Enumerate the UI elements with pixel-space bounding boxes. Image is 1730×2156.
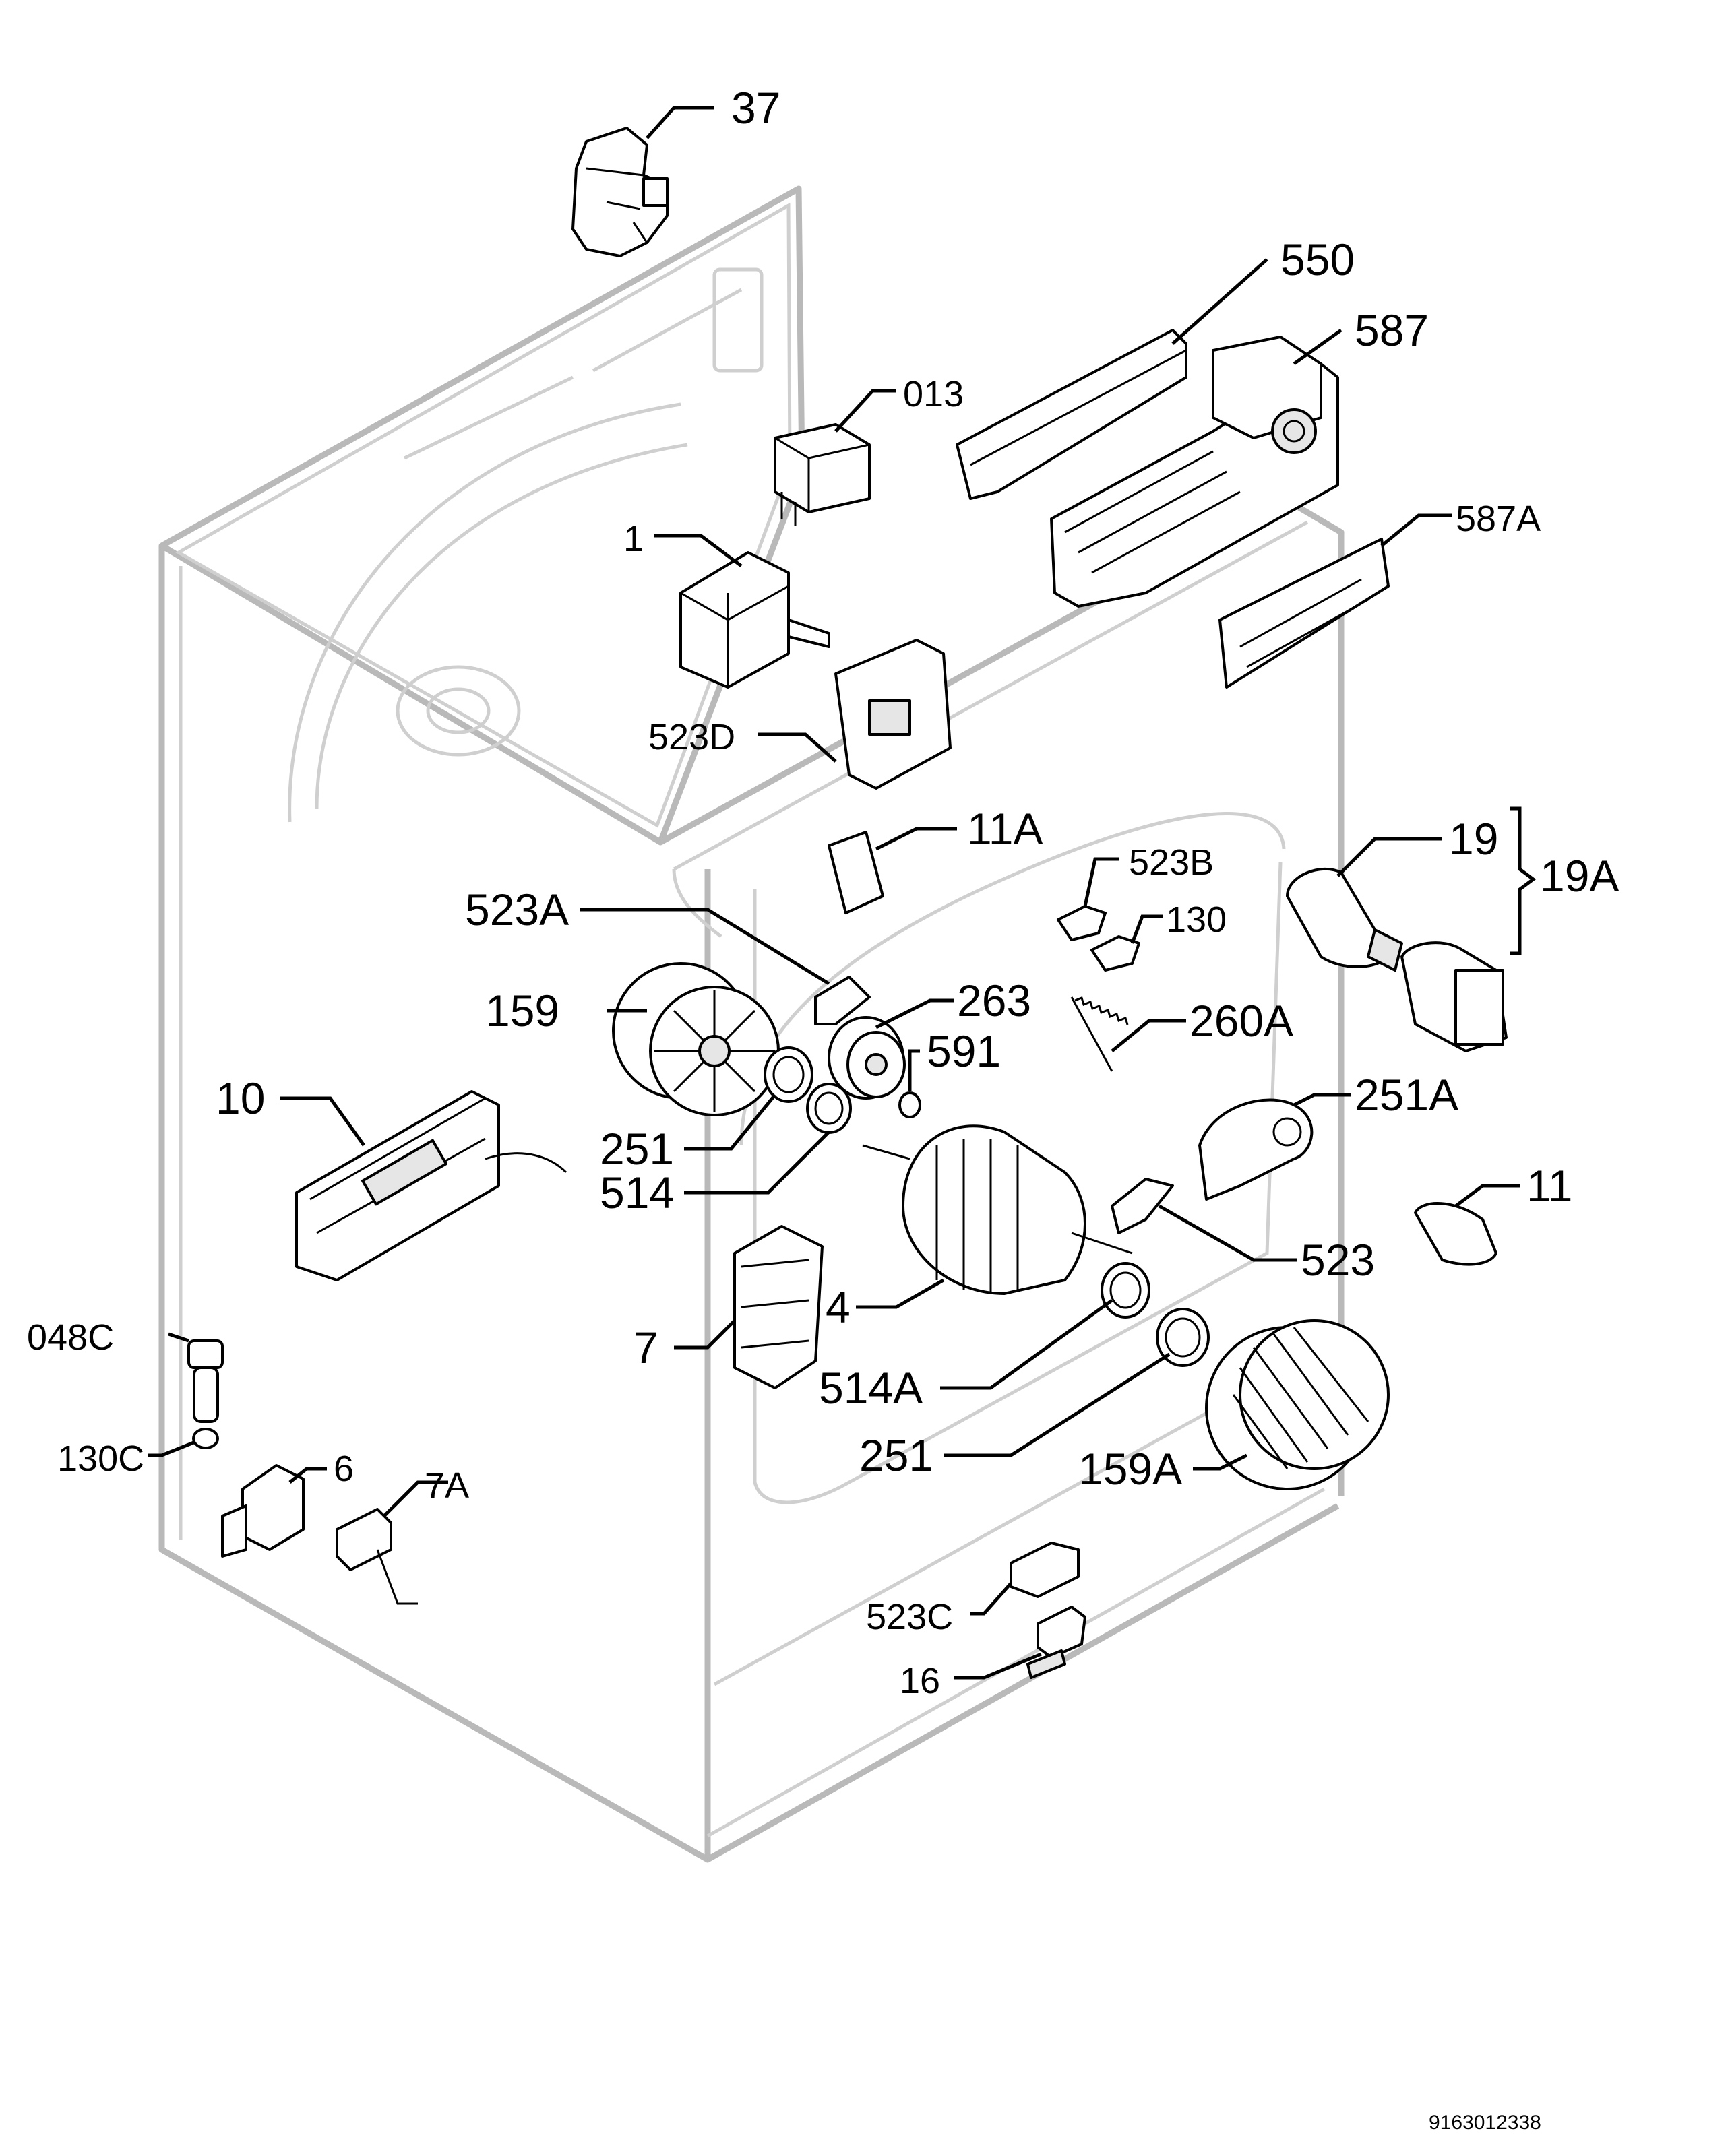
part-514a-ring xyxy=(1101,1262,1150,1319)
label-523: 523 xyxy=(1301,1235,1375,1285)
label-37: 37 xyxy=(731,83,780,133)
label-587a: 587A xyxy=(1456,499,1541,539)
label-013: 013 xyxy=(903,374,964,414)
label-251-bottom: 251 xyxy=(859,1430,933,1480)
part-251-ring-top xyxy=(764,1046,813,1103)
part-260a-spring xyxy=(1070,996,1129,1072)
part-11-capacitor xyxy=(1414,1202,1497,1266)
label-19a-brace xyxy=(1510,806,1537,955)
label-251-top: 251 xyxy=(600,1124,674,1174)
label-251a: 251A xyxy=(1355,1070,1458,1120)
part-7-timer xyxy=(733,1225,824,1389)
label-19: 19 xyxy=(1449,814,1498,864)
part-1-door-switch xyxy=(679,551,830,689)
label-11: 11 xyxy=(1526,1161,1573,1211)
part-159-fan-wheel xyxy=(612,962,780,1116)
label-11a: 11A xyxy=(967,804,1043,854)
part-523a-bracket xyxy=(814,976,871,1025)
part-10-heater xyxy=(295,1090,567,1281)
label-6: 6 xyxy=(334,1449,354,1489)
part-523-bracket xyxy=(1111,1178,1174,1234)
label-16: 16 xyxy=(900,1661,940,1701)
label-10: 10 xyxy=(216,1073,265,1123)
label-19a: 19A xyxy=(1540,851,1619,901)
label-130: 130 xyxy=(1166,899,1227,940)
part-251-ring-bottom xyxy=(1156,1308,1210,1367)
part-130c-ring xyxy=(192,1428,219,1449)
part-013-relay xyxy=(774,423,871,526)
part-523c-bracket xyxy=(1010,1542,1080,1598)
leader-lines xyxy=(148,106,1520,1680)
label-260a: 260A xyxy=(1190,996,1293,1046)
label-523c: 523C xyxy=(866,1597,953,1637)
part-labels: 37 550 587 013 587A 1 523D 11A 19 19A 52… xyxy=(27,83,1619,1701)
part-523b-clip xyxy=(1057,905,1107,941)
part-11a-capacitor xyxy=(828,831,884,914)
part-251a-cover xyxy=(1198,1098,1314,1201)
part-159a-blower-wheel xyxy=(1205,1319,1390,1490)
label-550: 550 xyxy=(1280,234,1355,284)
part-587a-panel xyxy=(1218,538,1390,689)
part-130-clip xyxy=(1090,935,1140,972)
part-523d-cover xyxy=(834,639,952,790)
label-4: 4 xyxy=(826,1282,851,1332)
part-19-thermostat xyxy=(1286,868,1403,972)
part-591-washer xyxy=(898,1091,921,1118)
part-19a-housing xyxy=(1400,941,1508,1052)
label-591: 591 xyxy=(927,1026,1001,1076)
label-514a: 514A xyxy=(819,1363,923,1413)
label-514: 514 xyxy=(600,1168,674,1217)
label-587: 587 xyxy=(1355,305,1429,355)
label-130c: 130C xyxy=(57,1438,144,1479)
part-16-microswitch xyxy=(1026,1606,1086,1679)
label-523a: 523A xyxy=(465,885,569,934)
label-7: 7 xyxy=(634,1323,658,1372)
label-048c: 048C xyxy=(27,1317,114,1358)
part-4-motor xyxy=(862,1124,1133,1295)
label-159: 159 xyxy=(485,986,559,1036)
part-550-bracket xyxy=(956,329,1187,500)
label-263: 263 xyxy=(957,976,1031,1025)
label-159a: 159A xyxy=(1078,1444,1182,1494)
document-number: 9163012338 xyxy=(1429,2112,1541,2134)
label-523b: 523B xyxy=(1129,842,1214,883)
part-6-solenoid xyxy=(221,1464,305,1558)
label-523d: 523D xyxy=(648,717,735,757)
part-7a-microswitch xyxy=(336,1508,418,1605)
part-048c-sensor xyxy=(187,1339,224,1423)
part-37-switch xyxy=(571,127,669,257)
part-263-pulley xyxy=(828,1016,906,1100)
part-514-ring xyxy=(806,1083,852,1134)
part-587-control-board xyxy=(1050,336,1339,608)
label-7a: 7A xyxy=(425,1465,469,1506)
label-1: 1 xyxy=(623,519,644,559)
